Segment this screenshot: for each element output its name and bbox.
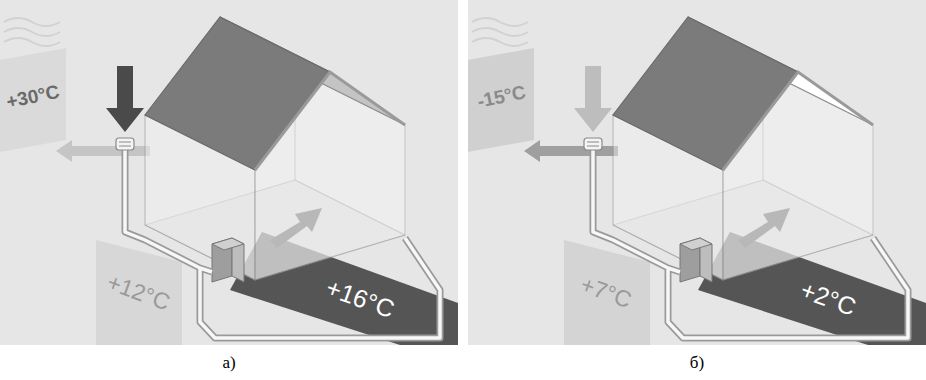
panel-caption: б) <box>690 354 704 371</box>
panel-caption: а) <box>222 354 235 371</box>
